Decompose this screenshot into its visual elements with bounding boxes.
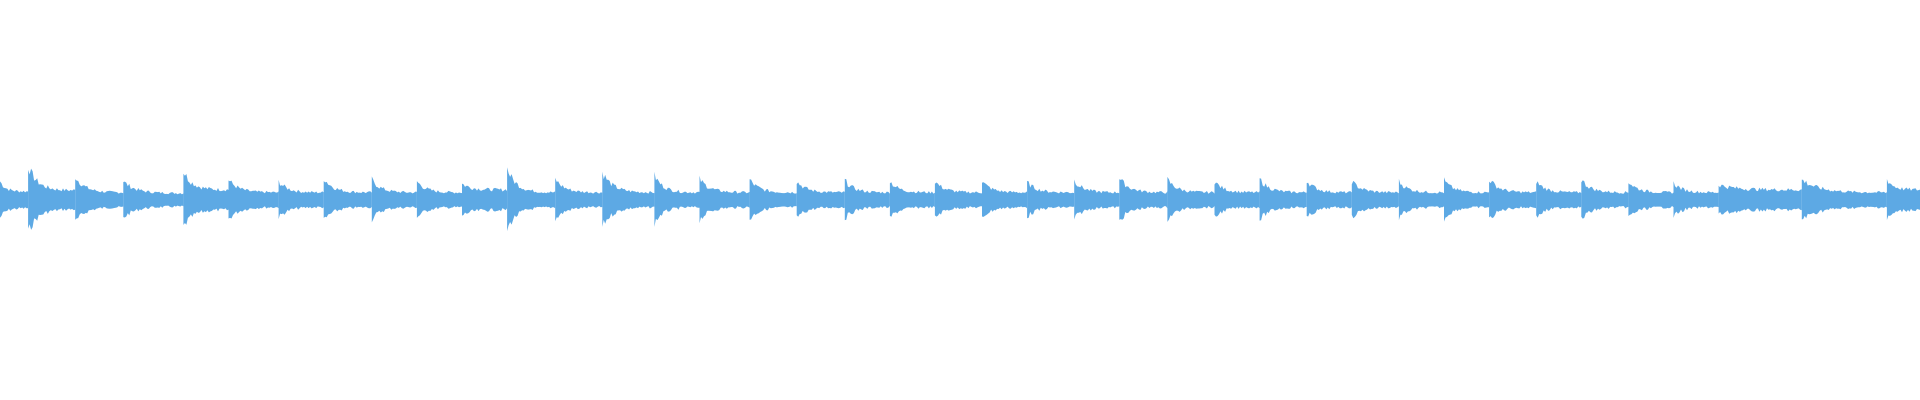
waveform-segment [371,176,417,223]
waveform-segment [749,179,797,220]
waveform-segment [1119,179,1168,220]
waveform-segment [1027,180,1075,219]
waveform-segment [0,181,29,218]
waveform-segment [1306,182,1352,217]
waveform-segment [796,182,845,217]
waveform-segment [1801,179,1887,220]
waveform-segment [183,173,229,225]
waveform-segment [1259,178,1307,221]
waveform-segment [28,168,76,230]
waveform-segments [0,167,1920,232]
waveform-segment [1167,176,1215,222]
waveform-segment [1214,182,1260,217]
waveform-segment [75,179,124,220]
waveform-segment [1074,179,1120,220]
waveform-segment [228,180,279,219]
waveform-segment [507,167,556,232]
waveform-segment [416,181,462,218]
waveform-segment [555,177,603,222]
waveform-segment [982,182,1028,217]
waveform-segment [1581,180,1629,219]
waveform-segment [1444,177,1490,222]
waveform-segment [1536,181,1582,218]
waveform-segment [1628,183,1674,216]
waveform-segment [1886,179,1920,220]
waveform-segment [934,182,982,217]
waveform-segment [123,181,184,218]
waveform-segment [844,178,890,221]
waveform-segment [323,181,372,218]
waveform-segment [462,183,508,216]
waveform-segment [1351,180,1399,219]
waveform-segment [1489,180,1537,219]
waveform-segment [1398,178,1444,221]
waveform-segment [1718,184,1802,215]
waveform-segment [889,182,935,217]
waveform-segment [699,175,750,224]
waveform-segment [1673,181,1719,218]
waveform-segment [654,171,700,227]
waveform-segment [602,171,655,227]
waveform-segment [278,179,324,220]
